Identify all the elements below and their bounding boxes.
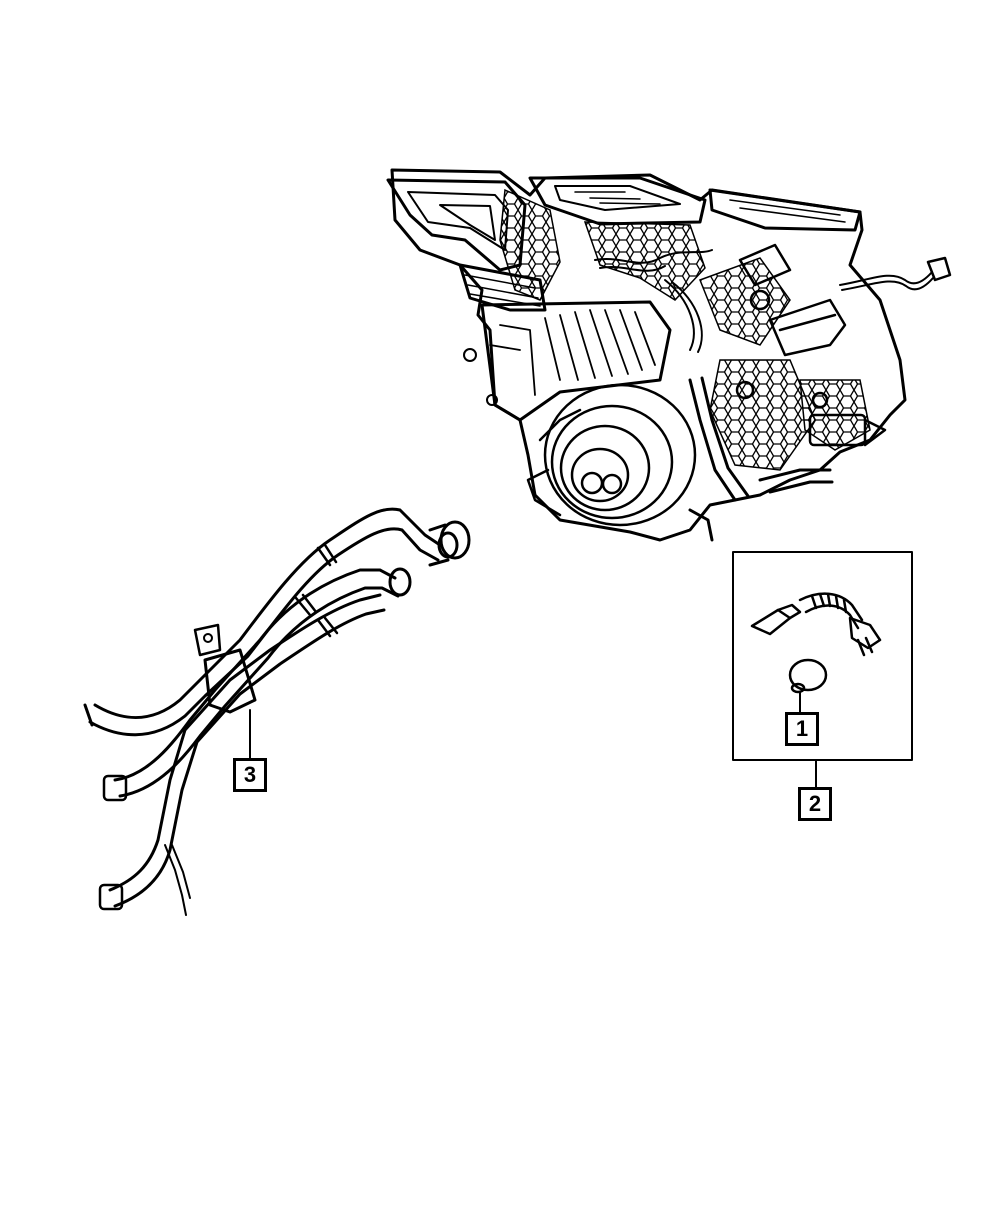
hose-connector-ends: [388, 520, 471, 597]
wire-harness-pigtail: [839, 271, 934, 291]
callout-1: 1: [785, 712, 819, 746]
hose-middle-coupler: [102, 774, 128, 802]
temperature-sensor: [750, 592, 882, 657]
hose-band-clamps: [294, 543, 339, 638]
callout-3: 3: [233, 758, 267, 792]
hose-lower: [108, 593, 382, 892]
retaining-clip: [788, 658, 828, 694]
hose-upper-end: [83, 703, 94, 727]
hex-foam-top: [499, 188, 561, 301]
hose-bundle-clamp: [203, 648, 257, 714]
hex-foam-right: [699, 257, 791, 346]
hex-foam-upper-mid: [583, 221, 706, 301]
heater-hose-assembly: [83, 507, 471, 916]
filter-housing: [458, 263, 547, 312]
pigtail-connector: [926, 256, 952, 282]
blower-case: [480, 300, 672, 422]
mode-actuator: [735, 243, 887, 447]
hose-sensor-wire: [164, 844, 187, 916]
inset-box: [732, 551, 913, 761]
blower-motor: [526, 383, 697, 527]
hvac-housing-assembly: [386, 168, 952, 542]
callout-2: 2: [798, 787, 832, 821]
hose-middle: [113, 568, 397, 782]
hose-upper: [93, 507, 442, 719]
hex-foam-lower-right: [709, 359, 816, 471]
internal-wiring: [594, 249, 713, 353]
panel-outlet: [708, 188, 862, 232]
defrost-outlet: [528, 176, 707, 226]
heater-core-tubes: [688, 376, 834, 542]
hose-lower-coupler: [98, 883, 124, 911]
air-inlet-frame: [386, 178, 527, 272]
